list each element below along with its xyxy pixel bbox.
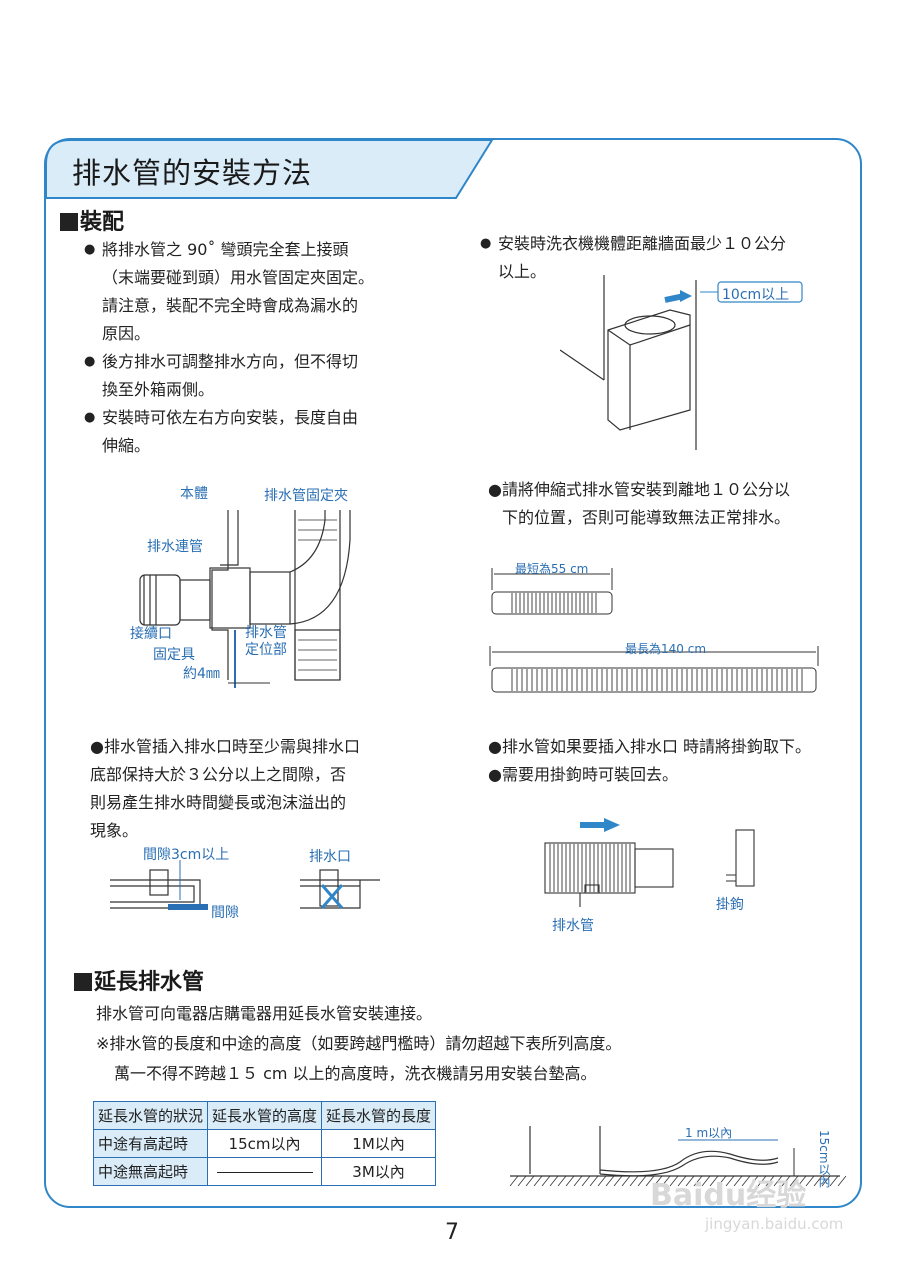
table-row: 中途有高起時 15cm以內 1M以內: [92, 1129, 437, 1158]
table-cell: 15cm以內: [207, 1129, 323, 1158]
assembly-diagram: [139, 510, 351, 688]
label-fixing: 固定具: [153, 647, 195, 663]
extension-heading: 延長排水管: [74, 964, 204, 996]
label-approx: 約4㎜: [183, 666, 220, 682]
assembly-bullet-2: 後方排水可調整排水方向，但不得切 換至外箱兩側。: [84, 348, 414, 404]
wall-diagram: [560, 275, 803, 450]
watermark-logo: Baidu经验: [650, 1178, 807, 1213]
assembly-bullet-3: 安裝時可依左右方向安裝，長度自由 伸縮。: [84, 404, 414, 460]
extension-diagram: [510, 1126, 846, 1187]
gap-text: ●排水管插入排水口時至少需與排水口 底部保持大於３公分以上之間隙，否 則易產生排…: [90, 737, 360, 840]
wall-text: 安裝時洗衣機機體距離牆面最少１０公分 以上。: [480, 230, 860, 286]
table-header: 延長水管的高度: [207, 1101, 323, 1130]
label-15cm: 15cm以內: [817, 1130, 831, 1188]
label-connector-pipe: 排水連管: [147, 539, 203, 555]
page-title: 排水管的安裝方法: [72, 156, 313, 190]
label-positioning: 排水管 定位部: [245, 625, 287, 658]
extension-text: 排水管可向電器店購電器用延長水管安裝連接。 ※排水管的長度和中途的高度（如要跨越…: [96, 1004, 622, 1083]
title-tab: [45, 139, 494, 199]
table-cell: 3M以內: [321, 1157, 437, 1186]
label-joint: 接續口: [130, 626, 172, 642]
label-hook: 掛鉤: [716, 897, 744, 913]
label-pipe: 排水管: [552, 918, 594, 934]
assembly-bullet-1: 將排水管之 90˚ 彎頭完全套上接頭 （末端要碰到頭）用水管固定夾固定。 請注意…: [84, 236, 414, 348]
table-row: 中途無高起時 3M以內: [92, 1157, 437, 1186]
label-body: 本體: [180, 486, 208, 502]
label-gap: 間隙: [211, 905, 239, 921]
label-outlet: 排水口: [309, 849, 351, 865]
label-longest: 最長為140 cm: [625, 642, 707, 656]
label-shortest: 最短為55 cm: [515, 562, 589, 576]
table-cell: 1M以內: [321, 1129, 437, 1158]
table-header: 延長水管的狀況: [92, 1101, 209, 1130]
table-header: 延長水管的長度: [321, 1101, 437, 1130]
watermark-url: jingyan.baidu.com: [705, 1215, 844, 1233]
table-cell: 中途有高起時: [92, 1129, 209, 1158]
extension-table: 延長水管的狀況 延長水管的高度 延長水管的長度 中途有高起時 15cm以內 1M…: [92, 1101, 437, 1186]
gap-diagram: [110, 860, 380, 910]
label-gap-3cm: 間隙3cm以上: [143, 847, 230, 863]
table-cell-empty: [207, 1157, 323, 1186]
hook-diagram: [544, 818, 755, 907]
assembly-bullets: 將排水管之 90˚ 彎頭完全套上接頭 （末端要碰到頭）用水管固定夾固定。 請注意…: [84, 236, 414, 460]
table-header-row: 延長水管的狀況 延長水管的高度 延長水管的長度: [92, 1101, 437, 1130]
height-text: ●請將伸縮式排水管安裝到離地１０公分以 下的位置，否則可能導致無法正常排水。: [488, 480, 791, 527]
label-clamp: 排水管固定夾: [264, 488, 348, 504]
assembly-heading: 裝配: [60, 204, 124, 236]
label-10cm: 10cm以上: [722, 287, 790, 303]
label-1m: 1 m以內: [685, 1126, 733, 1140]
hook-text: ●排水管如果要插入排水口 時請將掛鉤取下。 ●需要用掛鉤時可裝回去。: [488, 737, 812, 784]
page-number: 7: [445, 1220, 459, 1245]
table-cell: 中途無高起時: [92, 1157, 209, 1186]
pipe-length-diagram: [489, 568, 819, 693]
